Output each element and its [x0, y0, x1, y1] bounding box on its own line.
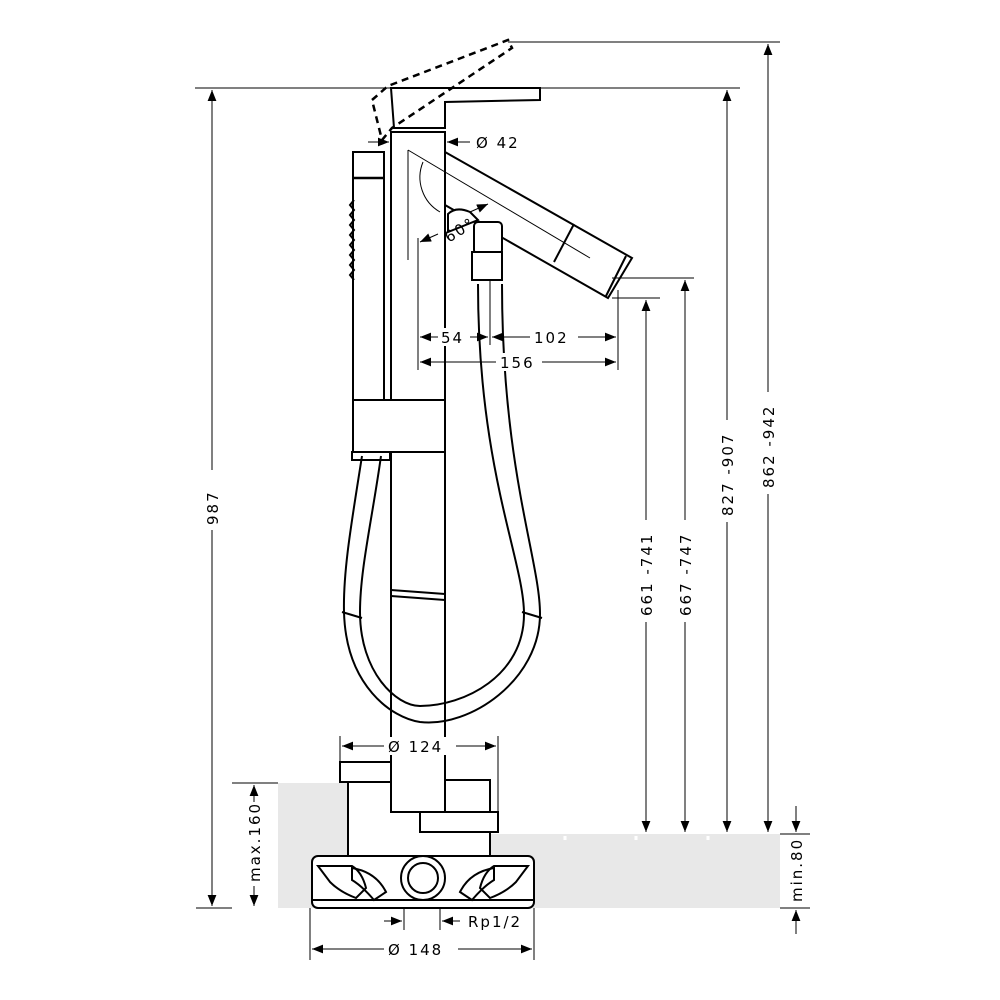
lever-handle — [370, 38, 541, 143]
label-rp12: Rp1/2 — [468, 913, 522, 931]
label-827-907: 827 -907 — [719, 433, 737, 516]
label-dia148: Ø 148 — [388, 941, 443, 959]
label-661-741: 661 -741 — [638, 533, 656, 616]
label-667-747: 667 -747 — [677, 533, 695, 616]
label-min80: min.80 — [788, 838, 806, 902]
hand-shower — [348, 151, 446, 461]
label-156: 156 — [500, 354, 535, 372]
label-54: 54 — [441, 329, 464, 347]
label-max160: max.160 — [246, 802, 264, 882]
label-dia42: Ø 42 — [476, 134, 520, 152]
hose — [341, 208, 543, 724]
label-987: 987 — [204, 490, 222, 525]
label-862-942: 862 -942 — [760, 405, 778, 488]
label-dia124: Ø 124 — [388, 738, 443, 756]
label-102: 102 — [534, 329, 569, 347]
floor-area — [278, 783, 780, 908]
mounting-base — [311, 855, 535, 909]
dimension-labels: Ø 42 60° 54 102 156 Ø 124 Ø 148 Rp1/2 98… — [204, 134, 806, 959]
label-backgrounds — [204, 328, 804, 958]
spout — [407, 149, 634, 300]
